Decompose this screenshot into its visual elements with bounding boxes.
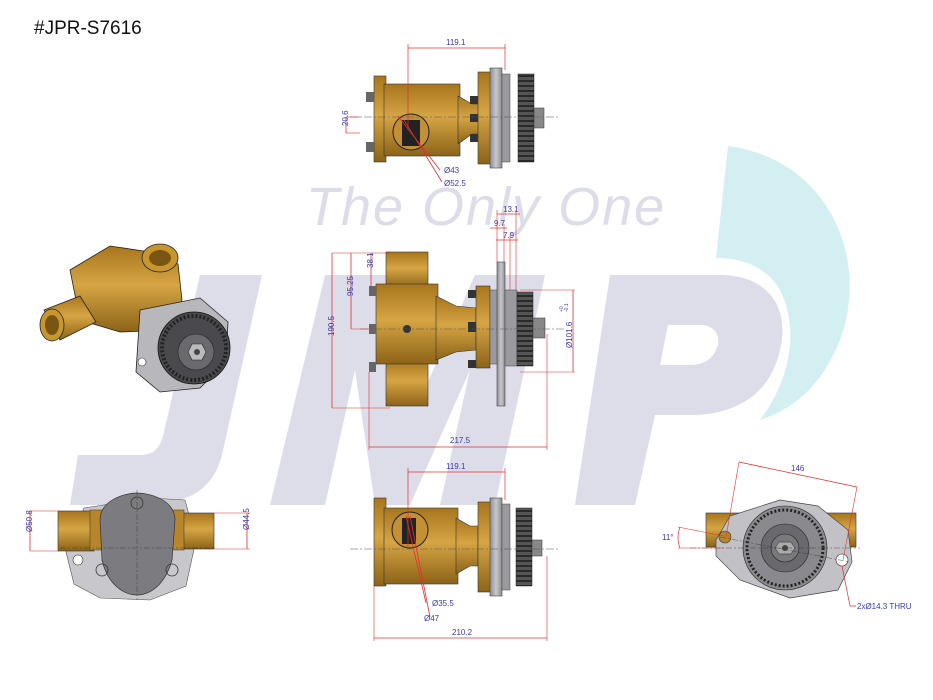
dim-right-port: Ø44.5: [242, 508, 251, 530]
bottom-view: 119.1 Ø35.5 Ø47 210.2: [350, 462, 560, 641]
isometric-view: [39, 243, 231, 393]
dim-flange-9-7: 9.7: [494, 219, 506, 228]
dim-pilot-tol-lower: -0.1: [564, 303, 570, 312]
front-view: 190.5 95.25 38.1 Ø101.6 +0 -0.1 13.1 9.7…: [327, 205, 575, 450]
dim-top-port-outer: Ø52.5: [444, 179, 466, 188]
top-view: 119.1 20.6 Ø43 Ø52.5: [341, 38, 560, 188]
dim-flange-7-9: 7.9: [503, 231, 515, 240]
dim-left-port: Ø50.8: [25, 510, 34, 532]
dim-pilot-diameter: Ø101.6: [565, 321, 574, 348]
dim-front-top: 38.1: [366, 252, 375, 268]
dim-top-length: 119.1: [446, 38, 466, 47]
dim-front-length: 217.5: [450, 436, 471, 445]
flange-view: 146 11° 2xØ14.3 THRU: [662, 461, 912, 611]
dim-flange-angle: 11°: [662, 533, 674, 542]
dim-top-port-inner: Ø43: [444, 166, 460, 175]
dim-bottom-length: 119.1: [446, 462, 466, 471]
dim-mount-holes: 2xØ14.3 THRU: [857, 602, 912, 611]
end-view: Ø50.8 Ø44.5: [25, 490, 251, 601]
dim-front-center: 95.25: [346, 275, 355, 296]
dim-bolt-span: 146: [791, 464, 805, 473]
dim-flange-13-1: 13.1: [503, 205, 519, 214]
dim-front-height: 190.5: [327, 315, 336, 336]
dim-bottom-port-inner: Ø35.5: [432, 599, 454, 608]
part-number-title: #JPR-S7616: [34, 18, 142, 39]
watermark-slogan: The Only One: [306, 177, 667, 237]
dim-top-offset: 20.6: [341, 110, 350, 126]
dim-pilot-tol-upper: +0: [559, 306, 565, 312]
dim-bottom-overall: 210.2: [452, 628, 473, 637]
dim-bottom-port-outer: Ø47: [424, 614, 440, 623]
